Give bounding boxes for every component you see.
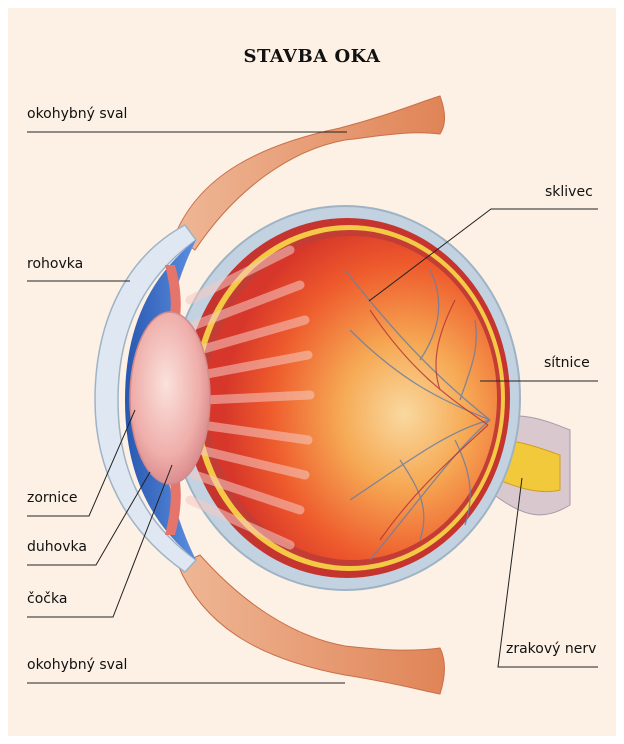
label-retina: sítnice [544, 355, 590, 371]
lens [130, 312, 210, 484]
label-pupil: zornice [27, 490, 78, 506]
label-vitreous: sklivec [545, 184, 593, 200]
label-iris: duhovka [27, 539, 87, 555]
label-optic-nerve: zrakový nerv [506, 641, 596, 657]
diagram-title: STAVBA OKA [0, 46, 624, 67]
label-lens: čočka [27, 591, 67, 607]
label-muscle-top: okohybný sval [27, 106, 127, 122]
label-cornea: rohovka [27, 256, 83, 272]
label-muscle-bottom: okohybný sval [27, 657, 127, 673]
